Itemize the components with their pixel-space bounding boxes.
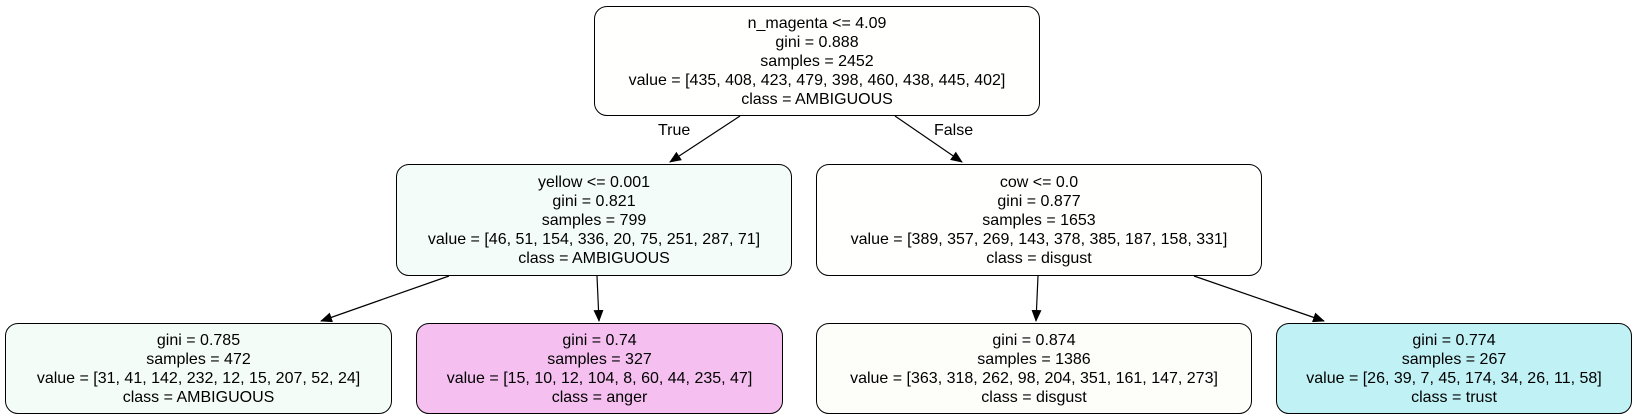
tree-node-left: yellow <= 0.001 gini = 0.821 samples = 7… — [396, 164, 792, 276]
node-value-label: value = [46, 51, 154, 336, 20, 75, 251, … — [427, 230, 761, 248]
edge-right-to-right-left — [1031, 275, 1042, 322]
node-value-label: value = [435, 408, 423, 479, 398, 460, 4… — [628, 71, 1006, 89]
node-samples-label: samples = 327 — [547, 350, 652, 368]
tree-node-root: n_magenta <= 4.09 gini = 0.888 samples =… — [594, 6, 1040, 116]
node-class-label: class = disgust — [981, 388, 1087, 406]
node-samples-label: samples = 1386 — [977, 350, 1091, 368]
node-value-label: value = [15, 10, 12, 104, 8, 60, 44, 235… — [446, 369, 753, 387]
node-samples-label: samples = 2452 — [760, 52, 874, 70]
node-samples-label: samples = 1653 — [982, 211, 1096, 229]
node-gini-label: gini = 0.874 — [992, 331, 1076, 349]
node-class-label: class = anger — [551, 388, 648, 406]
edge-label-false: False — [934, 122, 974, 139]
node-samples-label: samples = 799 — [541, 211, 647, 229]
node-class-label: class = AMBIGUOUS — [518, 249, 670, 267]
tree-node-right: cow <= 0.0 gini = 0.877 samples = 1653 v… — [816, 164, 1262, 276]
node-gini-label: gini = 0.821 — [552, 192, 636, 210]
node-value-label: value = [389, 357, 269, 143, 378, 385, 1… — [850, 230, 1228, 248]
edge-root-to-right — [894, 115, 963, 163]
edge-right-to-right-right — [1193, 275, 1325, 323]
node-class-label: class = AMBIGUOUS — [122, 388, 275, 406]
tree-node-left-left-leaf: gini = 0.785 samples = 472 value = [31, … — [5, 323, 392, 414]
node-gini-label: gini = 0.74 — [562, 331, 637, 349]
node-split-label: n_magenta <= 4.09 — [747, 14, 887, 32]
node-value-label: value = [363, 318, 262, 98, 204, 351, 16… — [850, 369, 1218, 387]
node-gini-label: gini = 0.774 — [1412, 331, 1496, 349]
node-value-label: value = [31, 41, 142, 232, 12, 15, 207, … — [36, 369, 361, 387]
node-class-label: class = disgust — [986, 249, 1092, 267]
node-samples-label: samples = 472 — [146, 350, 251, 368]
node-samples-label: samples = 267 — [1401, 350, 1507, 368]
node-split-label: yellow <= 0.001 — [537, 173, 651, 191]
node-value-label: value = [26, 39, 7, 45, 174, 34, 26, 11,… — [1306, 369, 1602, 387]
edge-label-true: True — [658, 122, 691, 139]
tree-node-right-right-leaf: gini = 0.774 samples = 267 value = [26, … — [1276, 323, 1632, 414]
tree-node-left-right-leaf: gini = 0.74 samples = 327 value = [15, 1… — [416, 323, 783, 414]
edge-left-to-left-right — [593, 275, 604, 322]
edge-left-to-left-left — [320, 275, 450, 323]
node-gini-label: gini = 0.888 — [775, 33, 859, 51]
node-split-label: cow <= 0.0 — [999, 173, 1079, 191]
node-gini-label: gini = 0.877 — [997, 192, 1081, 210]
edge-root-to-left — [669, 115, 741, 163]
tree-node-right-left-leaf: gini = 0.874 samples = 1386 value = [363… — [816, 323, 1252, 414]
node-class-label: class = AMBIGUOUS — [741, 90, 893, 108]
node-class-label: class = trust — [1411, 388, 1497, 406]
node-gini-label: gini = 0.785 — [156, 331, 241, 349]
